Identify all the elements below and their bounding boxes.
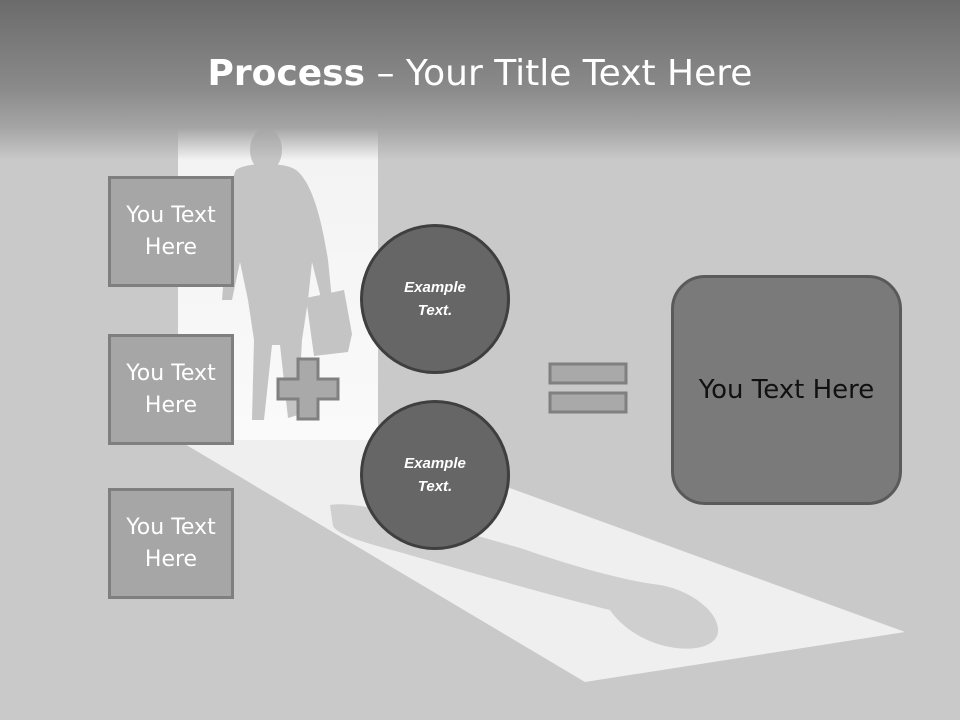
page-title: Process – Your Title Text Here [0,50,960,98]
input-box-3[interactable]: You Text Here [108,488,234,599]
result-box[interactable]: You Text Here [671,275,902,505]
input-box-2[interactable]: You Text Here [108,334,234,445]
equals-icon [548,362,628,414]
title-rest: – Your Title Text Here [365,53,753,94]
input-box-1[interactable]: You Text Here [108,176,234,287]
example-circle-2[interactable]: Example Text. [360,400,510,550]
title-bold: Process [207,53,366,94]
plus-icon [276,357,340,421]
title-band [0,0,960,160]
example-circle-1[interactable]: Example Text. [360,224,510,374]
